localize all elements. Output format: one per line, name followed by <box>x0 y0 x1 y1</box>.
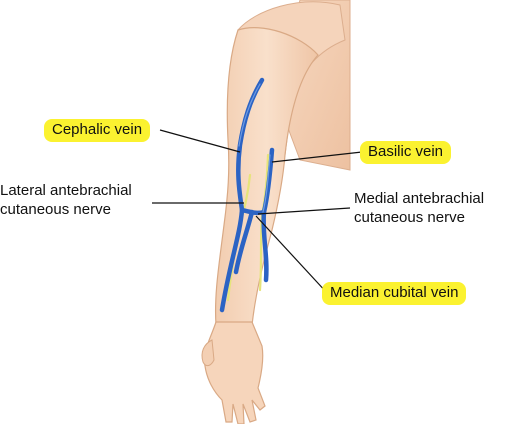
leader-medial <box>257 207 351 215</box>
lateral-antebrachial-line2: cutaneous nerve <box>0 201 111 218</box>
leader-lines <box>152 129 363 295</box>
basilic-vein-label: Basilic vein <box>360 141 452 164</box>
leader-basilic <box>271 151 363 163</box>
medial-antebrachial-line1: Medial antebrachial <box>354 190 485 207</box>
hand-shape <box>203 321 266 424</box>
medial-antebrachial-line2: cutaneous nerve <box>354 209 465 226</box>
leader-cephalic <box>159 129 241 153</box>
leader-median-cubital <box>255 215 329 295</box>
medial-antebrachial-nerve-label: Medial antebrachial cutaneous nerve <box>354 189 484 227</box>
lateral-antebrachial-line1: Lateral antebrachial <box>0 182 132 199</box>
median-antebrachial-vein-path <box>233 209 255 275</box>
median-cubital-vein-label: Median cubital vein <box>322 282 467 305</box>
cephalic-vein-label: Cephalic vein <box>44 119 151 142</box>
lateral-antebrachial-nerve-label: Lateral antebrachial cutaneous nerve <box>0 181 132 219</box>
thumb-shape <box>201 339 215 367</box>
